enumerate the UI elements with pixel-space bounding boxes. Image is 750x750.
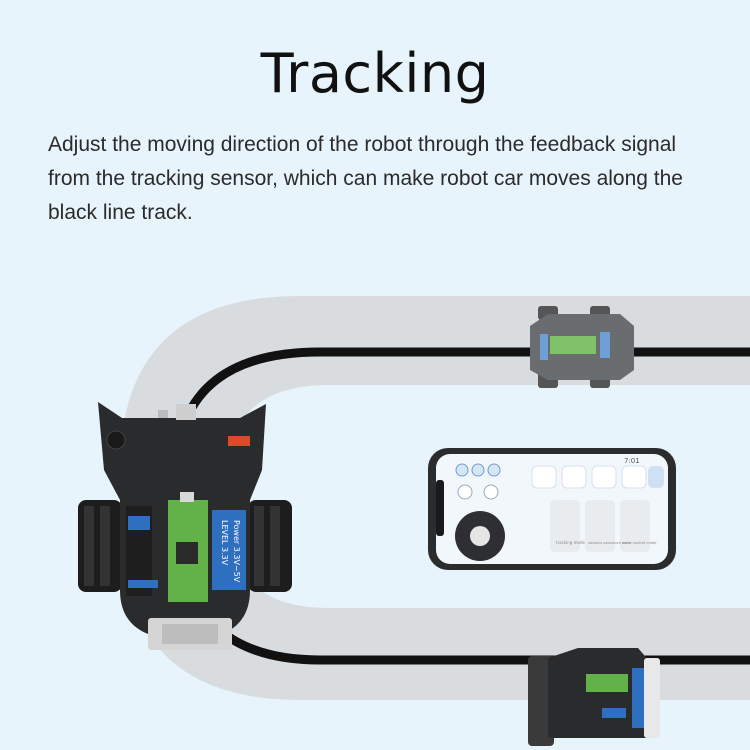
- joystick-knob[interactable]: [470, 526, 490, 546]
- left-wheel: [78, 500, 122, 592]
- voice-mode-card[interactable]: [620, 500, 650, 552]
- light-button[interactable]: [621, 465, 647, 489]
- phone-time: 7:01: [624, 457, 640, 465]
- obstacle-mode-label: obstacle avoidance mode: [588, 541, 632, 545]
- page-title: Tracking: [260, 42, 490, 105]
- voice-button[interactable]: [591, 465, 617, 489]
- home-icon[interactable]: [455, 463, 469, 477]
- settings-icon[interactable]: [487, 463, 501, 477]
- keypad-button[interactable]: [531, 465, 557, 489]
- page-description: Adjust the moving direction of the robot…: [48, 133, 683, 224]
- level-label: LEVEL 3.3V: [220, 520, 229, 566]
- tracking-mode-label: tracking mode: [556, 540, 586, 545]
- right-wheel: [248, 500, 292, 592]
- back-icon[interactable]: [457, 484, 473, 500]
- robot-car-bottom: [528, 648, 660, 746]
- power-label: Power 3.3V~5V: [232, 520, 241, 583]
- obstacle-mode-card[interactable]: [585, 500, 615, 552]
- tracking-mode-card[interactable]: [550, 500, 580, 552]
- power-module: [212, 510, 246, 590]
- robot-car-main: LEVEL 3.3V Power 3.3V~5V: [78, 402, 292, 650]
- voice-mode-label: voice control mode: [622, 541, 657, 545]
- robot-car-top: [530, 306, 634, 388]
- forward-icon[interactable]: [483, 484, 499, 500]
- reload-icon[interactable]: [471, 463, 485, 477]
- music-button[interactable]: [561, 465, 587, 489]
- smartphone: 7:01 tracking mode obstacle avoidance mo…: [428, 448, 676, 570]
- mode-toggle-button[interactable]: [648, 466, 664, 488]
